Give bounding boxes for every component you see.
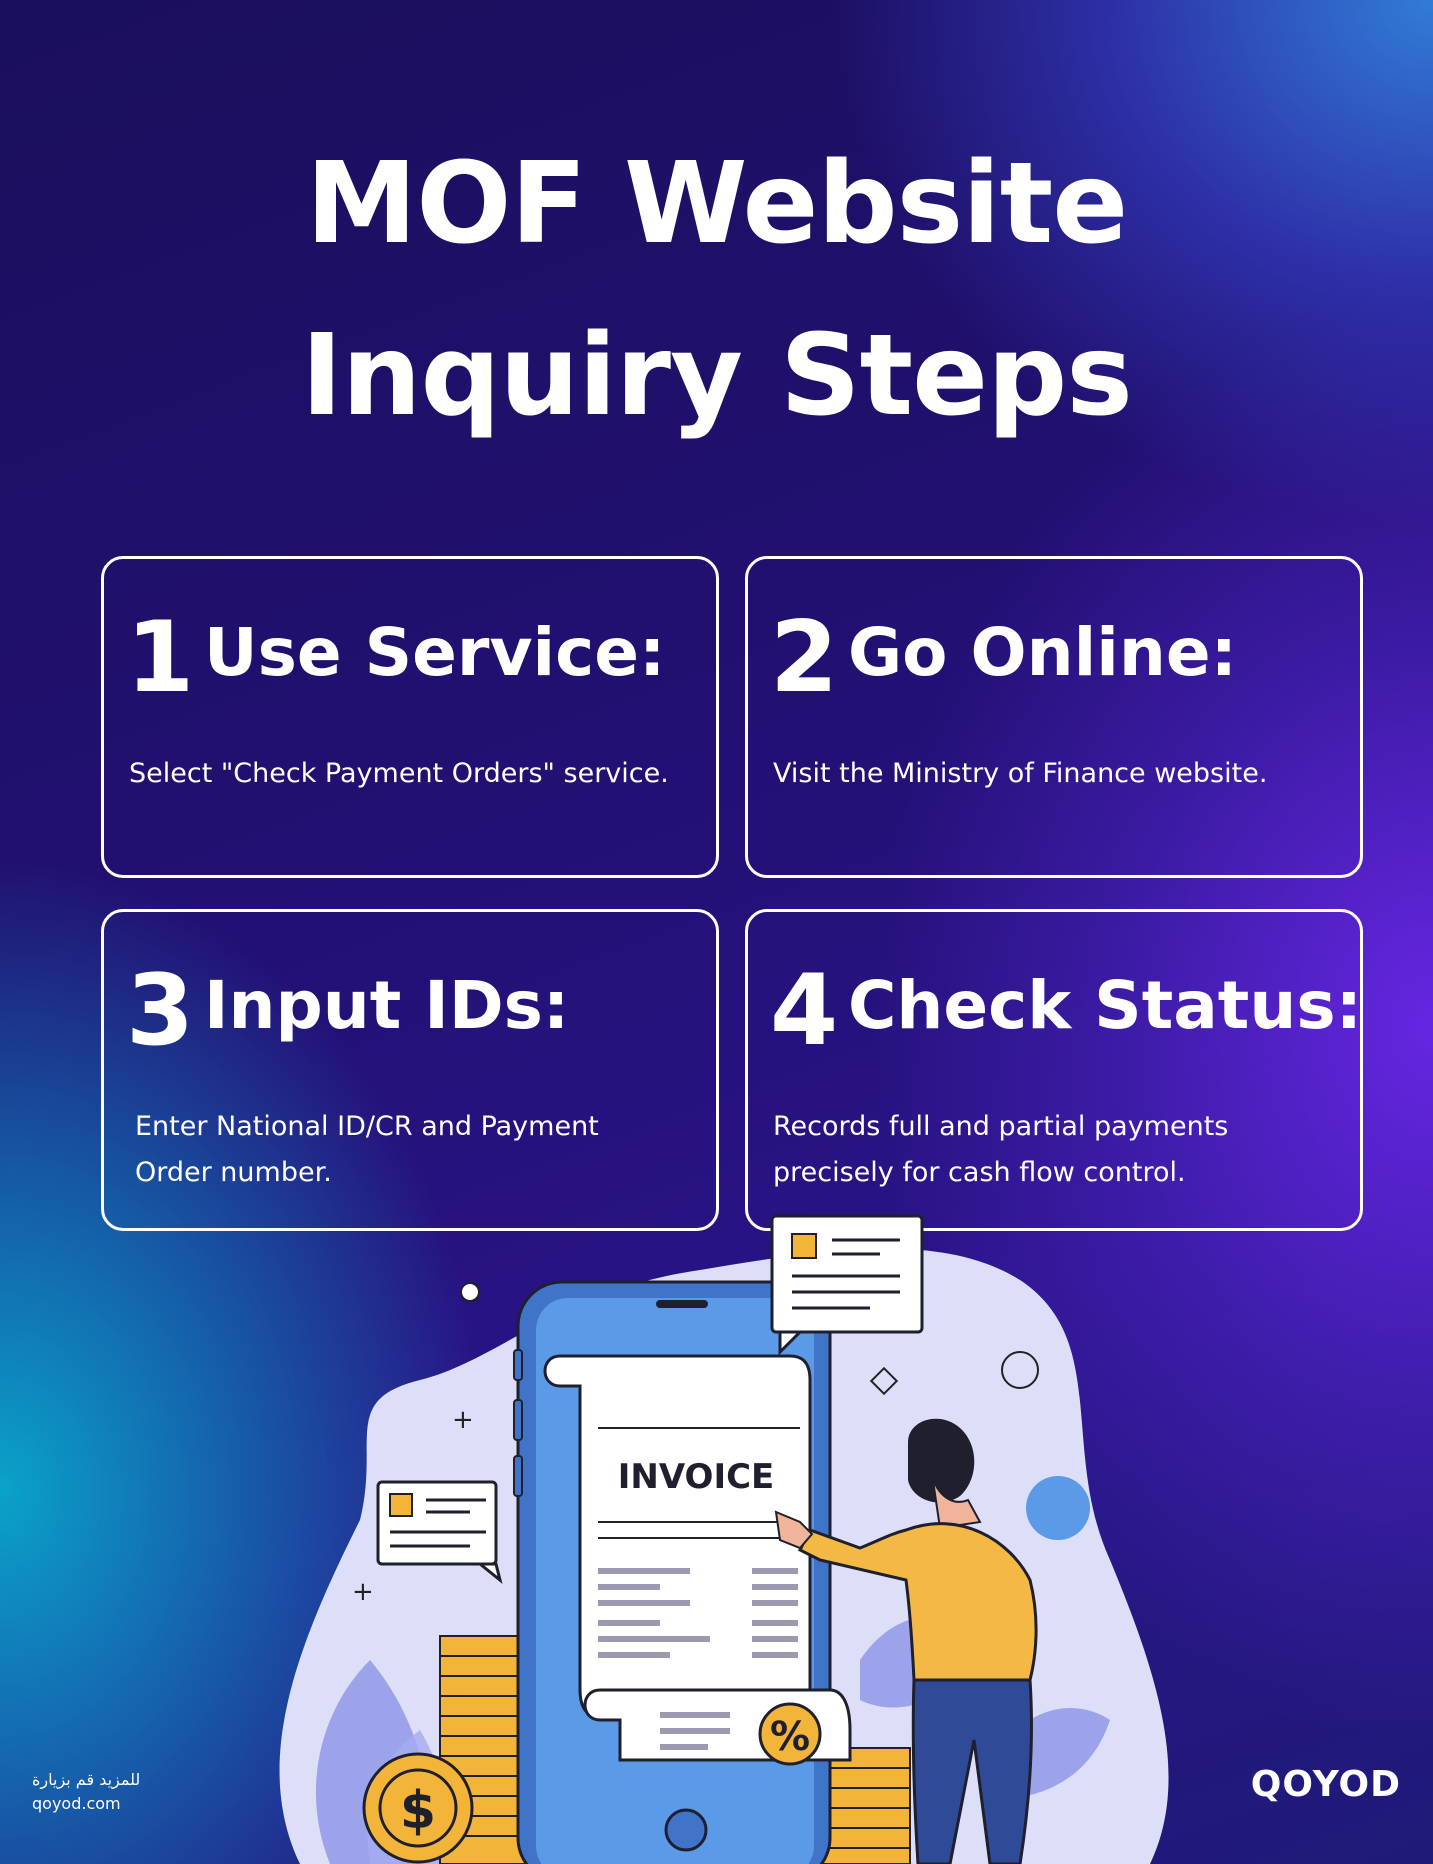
blue-ball — [1026, 1476, 1090, 1540]
title-line-1: MOF Website — [305, 139, 1128, 269]
footer-arabic-text: للمزيد قم بزيارة — [32, 1770, 141, 1789]
step-description: Select "Check Payment Orders" service. — [129, 758, 669, 789]
title-line-2: Inquiry Steps — [301, 311, 1133, 441]
plus-icon: + — [452, 1405, 474, 1435]
step-heading: Input IDs: — [204, 967, 570, 1044]
chat-bubble-icon — [770, 1214, 924, 1356]
svg-text:%: % — [770, 1714, 810, 1760]
step-heading: Use Service: — [204, 614, 666, 691]
invoice-title: INVOICE — [618, 1457, 775, 1497]
step-card-2: 2 Go Online: Visit the Ministry of Finan… — [745, 556, 1363, 878]
svg-text:$: $ — [400, 1781, 436, 1841]
dot — [460, 1282, 480, 1302]
step-heading: Check Status: — [848, 967, 1363, 1044]
step-description: Visit the Ministry of Finance website. — [773, 758, 1268, 789]
ring — [1001, 1351, 1039, 1389]
coin-stack-right — [819, 1747, 911, 1864]
step-card-3: 3 Input IDs: Enter National ID/CR and Pa… — [101, 909, 719, 1231]
page-title: MOF Website Inquiry Steps — [0, 118, 1433, 462]
step-card-1: 1 Use Service: Select "Check Payment Ord… — [101, 556, 719, 878]
step-card-4: 4 Check Status: Records full and partial… — [745, 909, 1363, 1231]
step-number: 1 — [126, 601, 195, 715]
invoice-receipt: INVOICE % — [543, 1354, 852, 1766]
step-description: Enter National ID/CR and Payment Order n… — [135, 1111, 599, 1188]
person-pants — [911, 1678, 1034, 1864]
percent-icon — [758, 1702, 822, 1766]
person-hand — [774, 1510, 814, 1550]
chat-bubble-icon — [376, 1480, 503, 1584]
footer-website-link[interactable]: qoyod.com — [32, 1794, 121, 1813]
dollar-coin-icon: $ — [362, 1752, 474, 1864]
invoice-illustration: + + $ — [279, 1214, 1169, 1864]
footer-website-block: للمزيد قم بزيارة qoyod.com — [32, 1768, 140, 1816]
person-figure — [774, 1418, 1038, 1864]
step-number: 3 — [126, 954, 195, 1068]
step-number: 4 — [770, 954, 839, 1068]
step-description: Records full and partial payments precis… — [773, 1111, 1229, 1188]
step-heading: Go Online: — [848, 614, 1237, 691]
step-number: 2 — [770, 601, 839, 715]
plus-icon: + — [352, 1577, 374, 1607]
diamond — [869, 1366, 899, 1396]
qoyod-logo: QOYOD — [1250, 1764, 1401, 1805]
